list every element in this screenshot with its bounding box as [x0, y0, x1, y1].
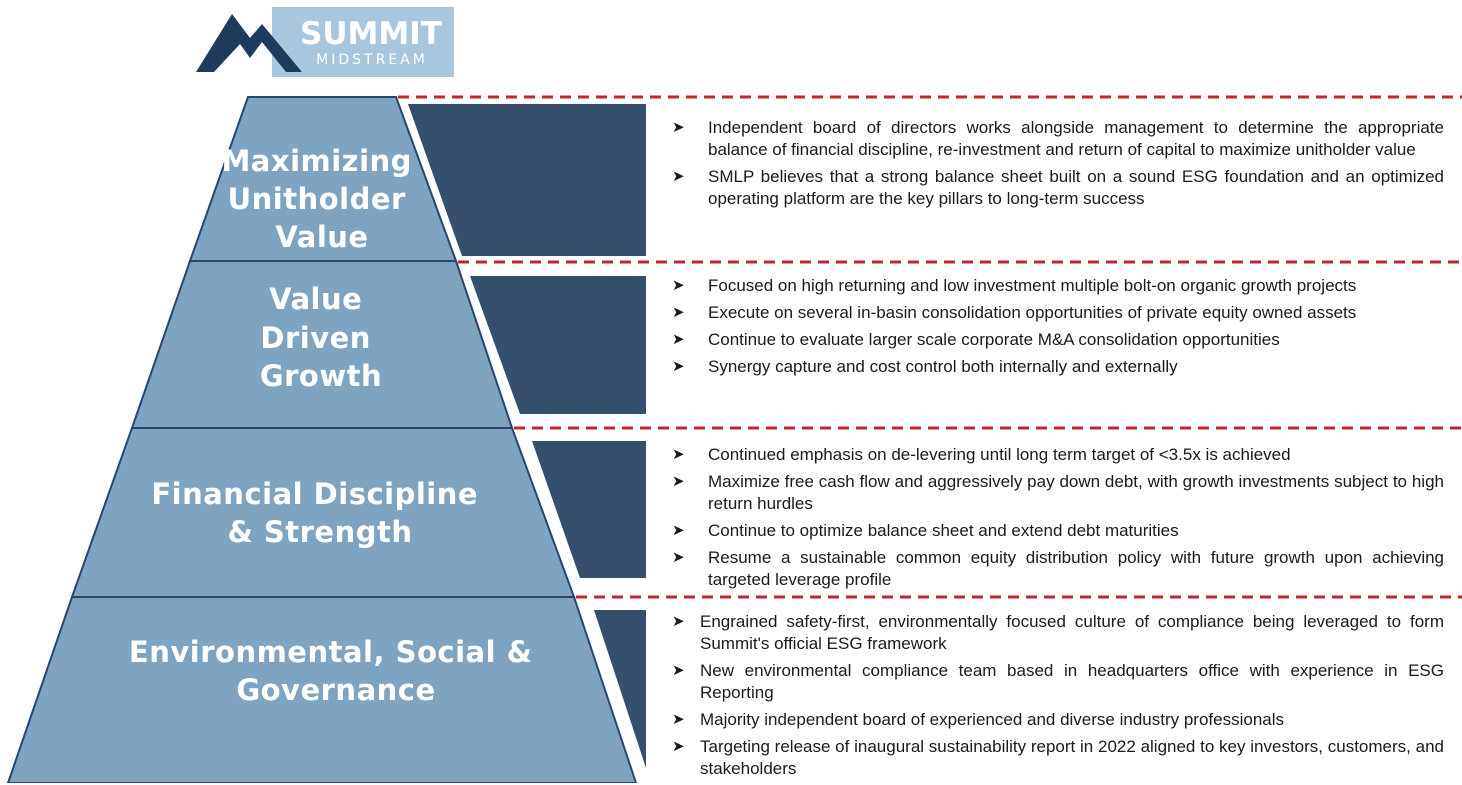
tier-4-label: Environmental, Social & Governance — [129, 635, 543, 707]
mountain-shadow-icon — [200, 28, 236, 72]
list-item: ➤Focused on high returning and low inves… — [672, 276, 1357, 295]
list-item: ➤Continue to evaluate larger scale corpo… — [672, 330, 1280, 349]
summit-midstream-logo: SUMMIT MIDSTREAM — [196, 7, 454, 77]
tier-1-bullets: ➤Independent board of directors works al… — [672, 117, 1444, 215]
arrowhead-bullet-icon: ➤ — [672, 358, 685, 375]
arrowhead-bullet-icon: ➤ — [672, 331, 685, 348]
tier-4-bullets: ➤Engrained safety-first, environmentally… — [672, 611, 1444, 785]
tier-4-shape — [6, 596, 638, 783]
arrowhead-bullet-icon: ➤ — [672, 304, 685, 321]
tier-3-bullets: ➤Continued emphasis on de-levering until… — [672, 444, 1444, 596]
arrowhead-bullet-icon: ➤ — [672, 168, 685, 185]
tier-1-label: Maximizing Unitholder Value — [221, 144, 422, 254]
arrowhead-bullet-icon: ➤ — [672, 711, 685, 728]
arrowhead-bullet-icon: ➤ — [672, 738, 685, 755]
arrowhead-bullet-icon: ➤ — [672, 473, 685, 490]
arrowhead-bullet-icon: ➤ — [672, 277, 685, 294]
list-item: ➤Resume a sustainable common equity dist… — [672, 548, 1444, 589]
tier-4-wedge — [594, 610, 646, 768]
list-item: ➤Execute on several in-basin consolidati… — [672, 303, 1357, 322]
list-item: ➤Majority independent board of experienc… — [672, 710, 1285, 729]
arrowhead-bullet-icon: ➤ — [672, 119, 685, 136]
arrowhead-bullet-icon: ➤ — [672, 446, 685, 463]
tier-1-wedge — [408, 104, 646, 256]
arrowhead-bullet-icon: ➤ — [672, 549, 685, 566]
list-item: ➤Targeting release of inaugural sustaina… — [672, 737, 1444, 778]
arrowhead-bullet-icon: ➤ — [672, 613, 685, 630]
logo-name: SUMMIT — [300, 16, 442, 52]
pyramid — [6, 96, 638, 783]
tier-3-shape — [70, 427, 576, 598]
logo-subtitle: MIDSTREAM — [316, 52, 428, 68]
tier-3-wedge — [532, 441, 646, 578]
tier-2-bullets: ➤Focused on high returning and low inves… — [672, 275, 1444, 383]
dividers — [398, 95, 1462, 599]
arrowhead-bullet-icon: ➤ — [672, 662, 685, 679]
tier-3-label: Financial Discipline & Strength — [151, 477, 488, 549]
list-item: ➤Independent board of directors works al… — [672, 118, 1444, 159]
list-item: ➤Maximize free cash flow and aggressivel… — [672, 472, 1444, 513]
list-item: ➤Engrained safety-first, environmentally… — [672, 612, 1444, 653]
tier-2-label: Value Driven Growth — [260, 282, 382, 393]
list-item: ➤Continue to optimize balance sheet and … — [672, 521, 1179, 540]
list-item: ➤Synergy capture and cost control both i… — [672, 357, 1178, 376]
wedges — [408, 104, 646, 768]
list-item: ➤Continued emphasis on de-levering until… — [672, 445, 1291, 464]
list-item: ➤SMLP believes that a strong balance she… — [672, 167, 1444, 208]
tier-2-wedge — [470, 276, 646, 414]
logo-box — [272, 7, 454, 77]
arrowhead-bullet-icon: ➤ — [672, 522, 685, 539]
list-item: ➤New environmental compliance team based… — [672, 661, 1444, 702]
